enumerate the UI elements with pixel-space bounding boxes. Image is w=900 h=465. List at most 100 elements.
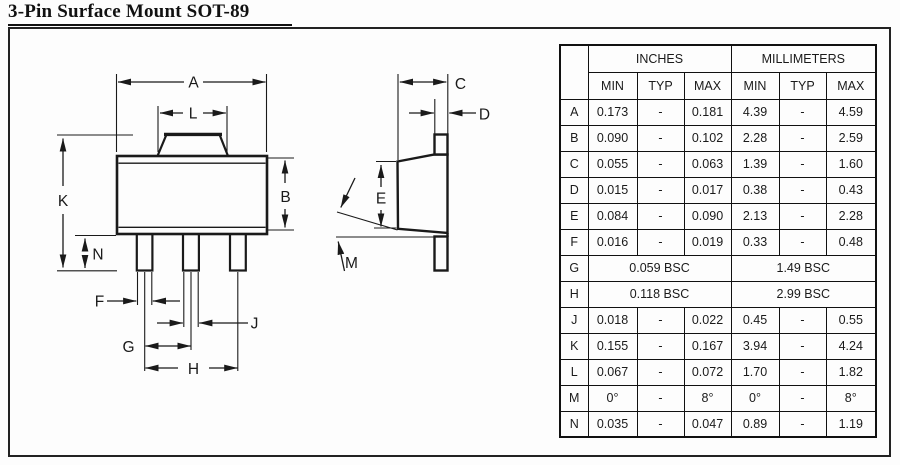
page-title: 3-Pin Surface Mount SOT-89 xyxy=(8,1,292,26)
table-cell: 0.102 xyxy=(683,124,732,152)
table-cell: 0.055 xyxy=(587,150,638,178)
table-cell: 0.55 xyxy=(825,306,877,334)
side-tab xyxy=(433,133,449,156)
dimension-table-header: INCHES MILLIMETERS MIN TYP MAX MIN TYP M… xyxy=(559,44,877,100)
dimension-table: INCHES MILLIMETERS MIN TYP MAX MIN TYP M… xyxy=(559,44,878,438)
table-cell: 0° xyxy=(587,384,638,412)
dim-letter-column-header xyxy=(559,44,589,100)
table-cell: 0.018 xyxy=(587,306,638,334)
front-body xyxy=(115,154,269,236)
table-cell: 8° xyxy=(825,384,877,412)
dim-letter-cell: J xyxy=(559,306,589,334)
table-cell: - xyxy=(778,384,827,412)
table-cell: 0.118 BSC xyxy=(587,280,732,308)
table-cell: - xyxy=(636,410,685,438)
table-cell: - xyxy=(636,124,685,152)
table-cell: - xyxy=(778,410,827,438)
mm-max-header: MAX xyxy=(825,71,877,100)
table-cell: 0.059 BSC xyxy=(587,254,732,282)
table-cell: 0.016 xyxy=(587,228,638,256)
table-cell: - xyxy=(778,306,827,334)
side-view-drawing: C D E M xyxy=(336,74,490,272)
table-cell: 2.28 xyxy=(730,124,780,152)
table-cell: 0° xyxy=(730,384,780,412)
table-cell: - xyxy=(636,228,685,256)
table-cell: 0.155 xyxy=(587,332,638,360)
dim-label-m: M xyxy=(345,255,358,272)
dim-label-b: B xyxy=(280,189,290,206)
table-cell: - xyxy=(636,332,685,360)
table-cell: 0.017 xyxy=(683,176,732,204)
side-body xyxy=(396,153,449,235)
table-cell: 4.24 xyxy=(825,332,877,360)
table-cell: 4.39 xyxy=(730,98,780,126)
table-cell: - xyxy=(636,176,685,204)
dim-label-j: J xyxy=(251,316,259,333)
table-cell: - xyxy=(778,228,827,256)
content-frame xyxy=(8,27,891,457)
dim-letter-cell: B xyxy=(559,124,589,152)
table-cell: - xyxy=(636,306,685,334)
dim-letter-cell: H xyxy=(559,280,589,308)
dim-letter-cell: K xyxy=(559,332,589,360)
dim-label-n: N xyxy=(92,247,103,264)
table-cell: 1.82 xyxy=(825,358,877,386)
table-cell: - xyxy=(636,150,685,178)
dim-label-f: F xyxy=(95,294,104,311)
table-cell: 1.70 xyxy=(730,358,780,386)
table-cell: - xyxy=(636,202,685,230)
table-cell: 0.015 xyxy=(587,176,638,204)
table-cell: 1.49 BSC xyxy=(730,254,877,282)
table-cell: 2.13 xyxy=(730,202,780,230)
table-cell: 2.99 BSC xyxy=(730,280,877,308)
dim-letter-cell: F xyxy=(559,228,589,256)
dim-label-k: K xyxy=(58,193,69,210)
table-cell: - xyxy=(636,98,685,126)
mm-min-header: MIN xyxy=(730,71,780,100)
dim-label-a: A xyxy=(188,75,199,92)
front-lead-1 xyxy=(135,231,154,272)
dim-letter-cell: C xyxy=(559,150,589,178)
inches-min-header: MIN xyxy=(587,71,638,100)
dim-letter-cell: M xyxy=(559,384,589,412)
table-cell: - xyxy=(778,202,827,230)
front-view-drawing: A L K B N F G H J xyxy=(57,74,294,378)
dim-letter-cell: G xyxy=(559,254,589,282)
table-cell: 0.33 xyxy=(730,228,780,256)
table-cell: - xyxy=(778,124,827,152)
dim-label-e: E xyxy=(376,191,386,208)
table-cell: 1.19 xyxy=(825,410,877,438)
inches-header: INCHES xyxy=(587,44,732,73)
table-cell: 3.94 xyxy=(730,332,780,360)
dim-label-c: C xyxy=(455,76,466,93)
side-lead xyxy=(433,235,449,272)
table-cell: 1.60 xyxy=(825,150,877,178)
inches-max-header: MAX xyxy=(683,71,732,100)
dim-letter-cell: E xyxy=(559,202,589,230)
table-cell: 0.38 xyxy=(730,176,780,204)
table-cell: 0.084 xyxy=(587,202,638,230)
table-cell: 2.59 xyxy=(825,124,877,152)
table-cell: - xyxy=(636,358,685,386)
table-cell: 0.167 xyxy=(683,332,732,360)
table-cell: 0.022 xyxy=(683,306,732,334)
table-cell: - xyxy=(778,358,827,386)
table-cell: - xyxy=(778,176,827,204)
table-header-row-minmax: MIN TYP MAX MIN TYP MAX xyxy=(560,71,877,100)
table-cell: 0.067 xyxy=(587,358,638,386)
table-cell: - xyxy=(636,384,685,412)
mm-typ-header: TYP xyxy=(778,71,827,100)
table-cell: 0.43 xyxy=(825,176,877,204)
front-lead-3 xyxy=(228,231,247,272)
